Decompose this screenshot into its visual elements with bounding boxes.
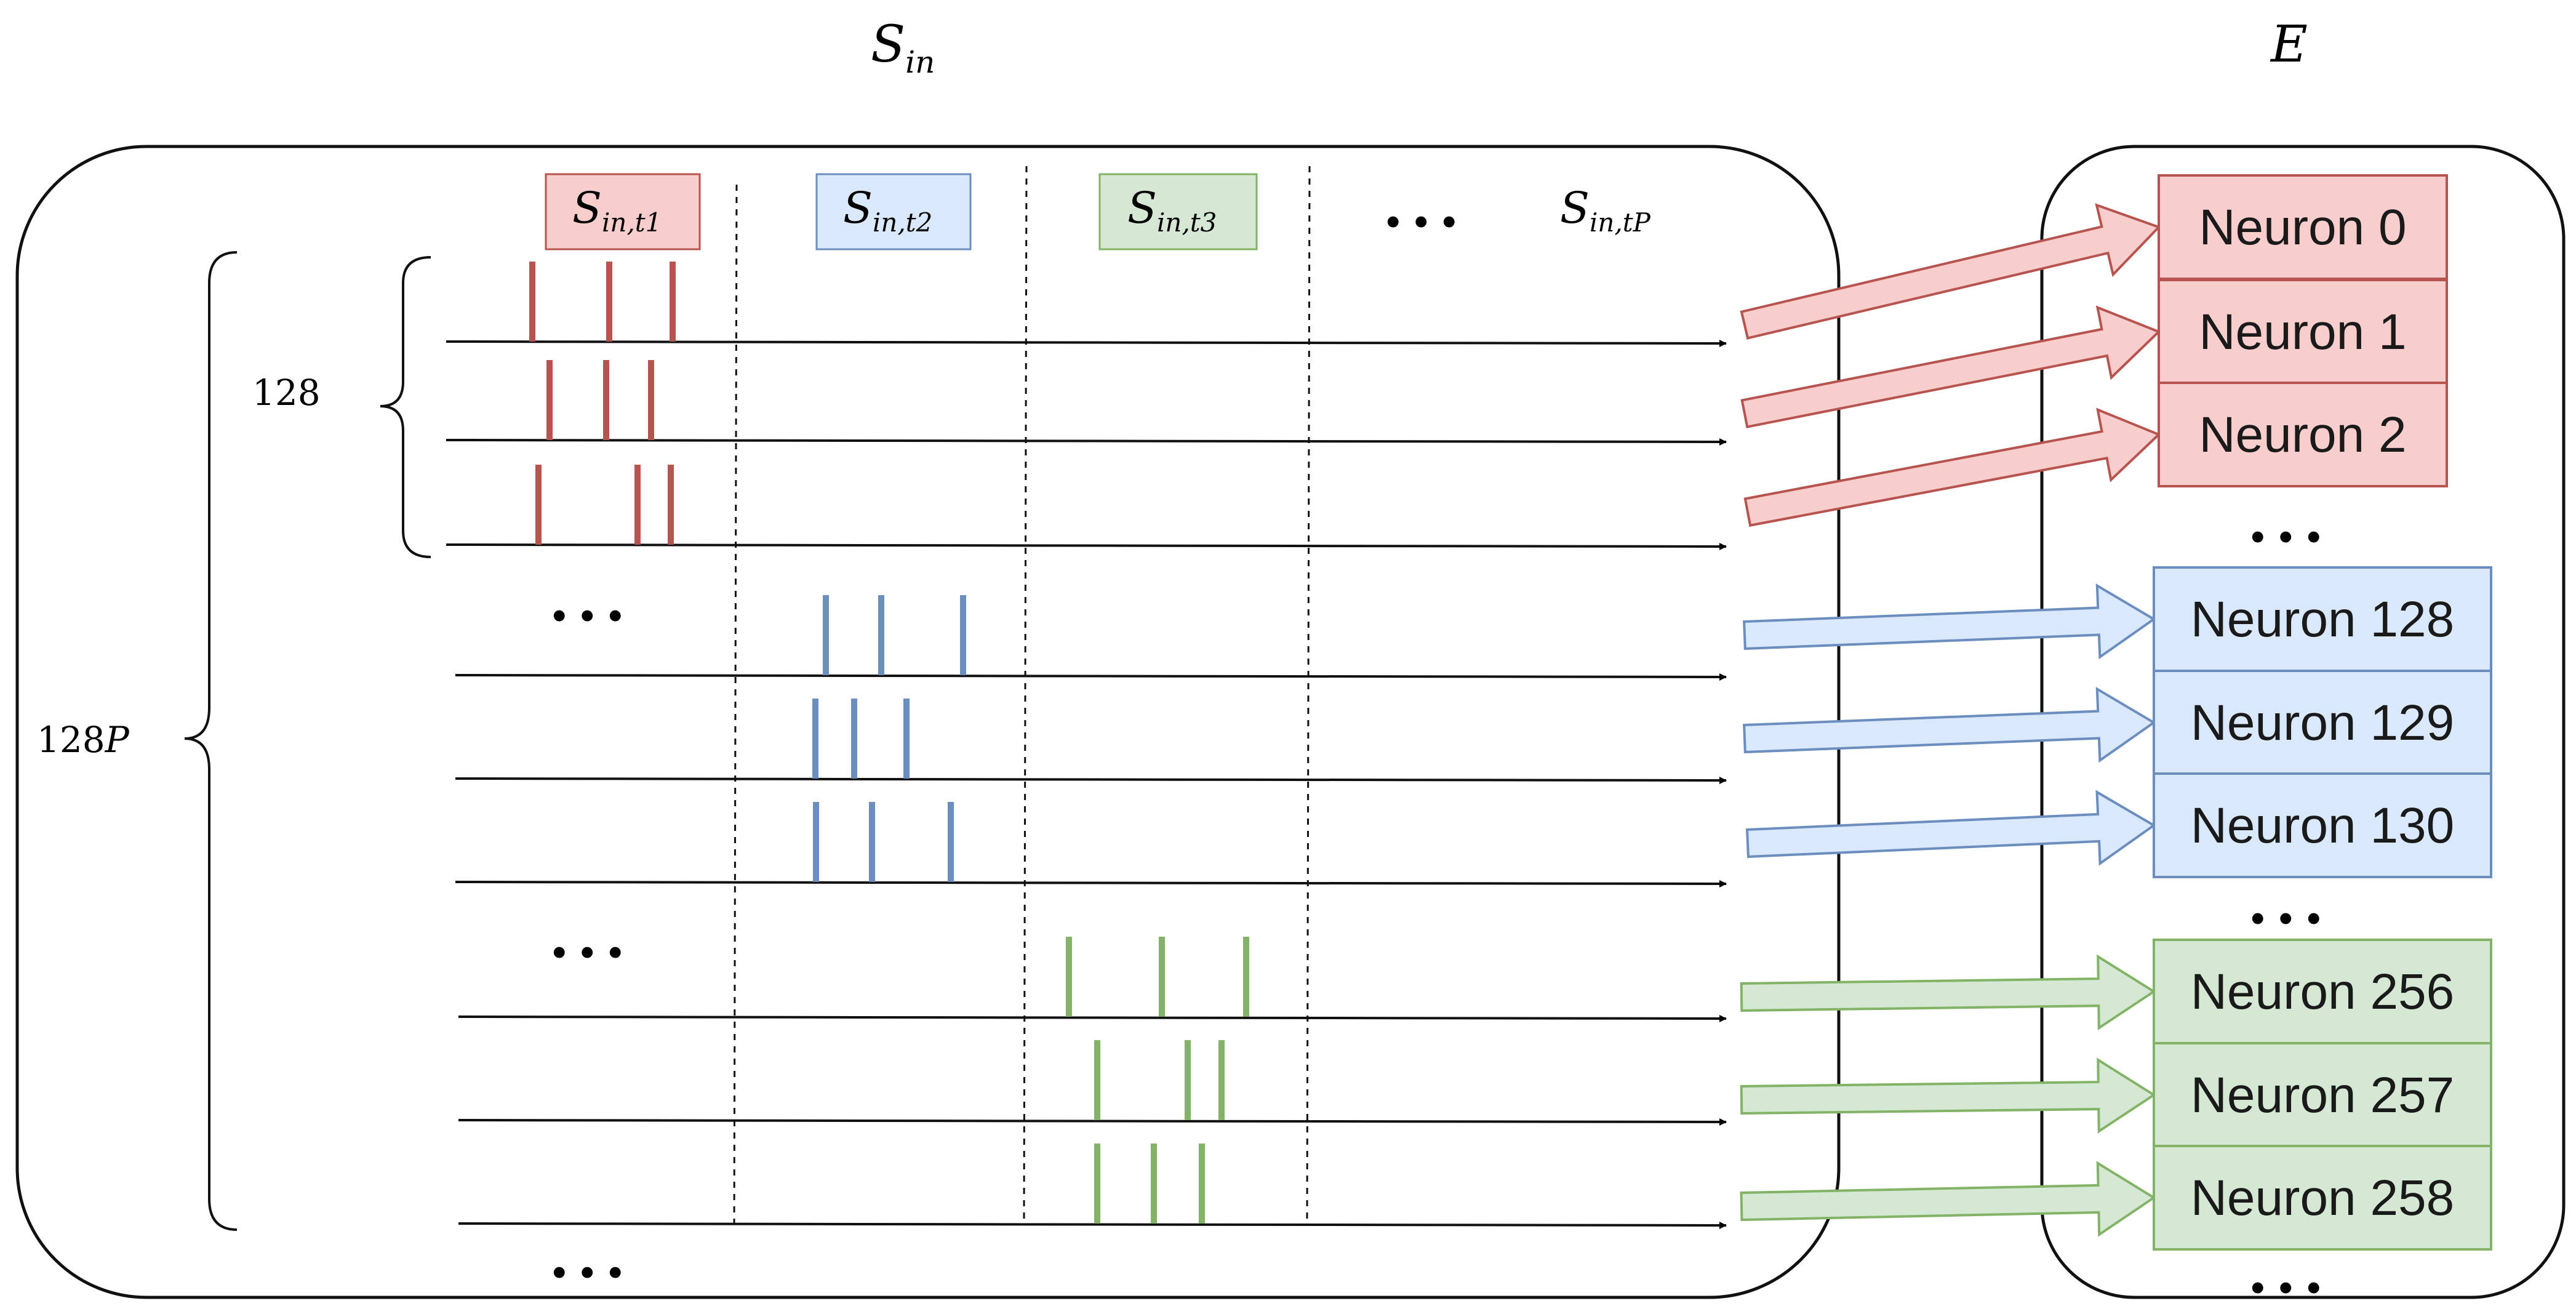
neuron-box — [2153, 772, 2492, 878]
spike-train-rows — [446, 339, 1727, 1229]
neuron-label: Neuron 129 — [2191, 695, 2455, 751]
neuron-label: Neuron 130 — [2191, 798, 2455, 854]
inner-brace-label: 128 — [252, 372, 321, 414]
time-box-t2-label: Sin,t2 — [843, 183, 932, 238]
outer-brace-label: 128P — [37, 719, 130, 761]
block-arrow — [1743, 686, 2156, 763]
neuron-box — [2153, 939, 2492, 1044]
time-separator-1 — [733, 184, 738, 1232]
spike-train-axis — [455, 673, 1727, 681]
neuron-box — [2153, 1145, 2492, 1251]
time-box-t1: Sin,t1 — [545, 173, 701, 250]
neuron-label: Neuron 128 — [2191, 591, 2455, 647]
neuron-label: Neuron 257 — [2191, 1067, 2455, 1123]
neuron-label: Neuron 256 — [2191, 964, 2455, 1020]
block-arrow — [1740, 203, 2161, 340]
neuron-label: Neuron 0 — [2199, 199, 2406, 255]
block-arrows — [1740, 203, 2161, 1237]
spike-train-axis — [458, 1221, 1727, 1229]
inner-brace — [380, 256, 431, 558]
spike-train-axis — [446, 542, 1727, 550]
block-arrow — [1740, 954, 2156, 1030]
time-box-t3: Sin,t3 — [1098, 173, 1258, 250]
time-box-t3-rect — [1098, 173, 1258, 250]
time-box-t1-label: Sin,t1 — [572, 183, 662, 238]
time-header-ellipsis: ... — [1385, 166, 1469, 241]
block-arrow — [1740, 1057, 2156, 1134]
s-in-title: Sin — [871, 15, 935, 80]
neuron-label: Neuron 2 — [2199, 407, 2406, 463]
e-title: E — [2270, 15, 2308, 74]
spike-train-axis — [455, 776, 1727, 784]
block-arrow — [1740, 305, 2161, 428]
time-separator-3 — [1306, 166, 1311, 1219]
block-arrow — [1743, 407, 2161, 527]
neuron-box — [2158, 174, 2448, 280]
neuron-box — [2158, 382, 2448, 487]
time-box-t2: Sin,t2 — [815, 173, 972, 250]
time-box-tp-label: Sin,tP — [1560, 183, 1651, 238]
block-arrow — [1745, 790, 2156, 866]
neuron-box — [2153, 670, 2492, 775]
spike-train-axis — [458, 1014, 1727, 1022]
neuron-label: Neuron 1 — [2199, 304, 2406, 360]
time-separator-2 — [1023, 166, 1028, 1219]
time-box-t2-rect — [815, 173, 972, 250]
block-arrow — [1740, 1161, 2156, 1237]
neuron-label: Neuron 258 — [2191, 1170, 2455, 1226]
row-ellipsis-2: ... — [551, 897, 635, 972]
neuron-boxes: Neuron 0 Neuron 1 Neuron 2 Neuron 128Neuron… — [2153, 174, 2492, 1251]
time-box-t3-label: Sin,t3 — [1127, 183, 1217, 238]
row-ellipsis-3: ... — [551, 1217, 635, 1292]
spike-train-axis — [446, 339, 1727, 347]
time-box-t1-rect — [545, 173, 701, 250]
neuron-box — [2153, 566, 2492, 672]
row-ellipsis-1: ... — [551, 560, 635, 635]
spike-train-axis — [455, 879, 1727, 887]
input-spike-container — [15, 145, 1841, 1299]
outer-brace — [184, 251, 238, 1231]
spike-train-axis — [458, 1118, 1727, 1126]
block-arrow — [1743, 583, 2156, 660]
neuron-ellipsis-1: ... — [2249, 481, 2334, 556]
spike-train-axis — [446, 438, 1727, 446]
spikes — [529, 262, 1249, 1224]
neuron-box — [2158, 279, 2448, 385]
